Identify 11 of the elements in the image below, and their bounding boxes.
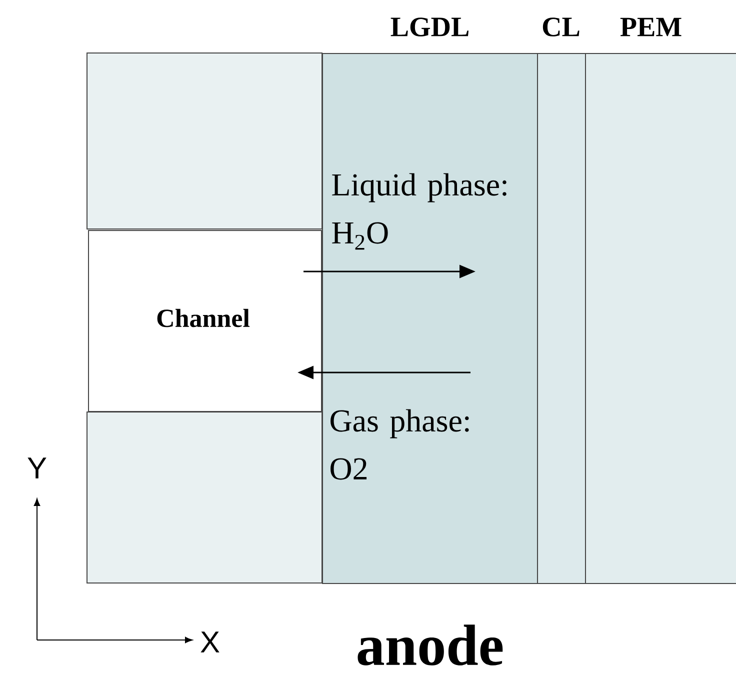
block [86,52,322,230]
edge-label: Gas phase: O2 [330,409,469,480]
axis-label: X [200,632,220,652]
layer-label: LGDL [390,18,468,36]
layer-label: CL [542,18,580,36]
caption: anode [358,624,503,666]
axis-label: Y [28,458,46,478]
layer-label: PEM [620,18,682,36]
channel-box: Channel [88,230,322,412]
edge-label: Liquid phase: H$_{2}$O [332,173,506,250]
block [86,412,322,584]
